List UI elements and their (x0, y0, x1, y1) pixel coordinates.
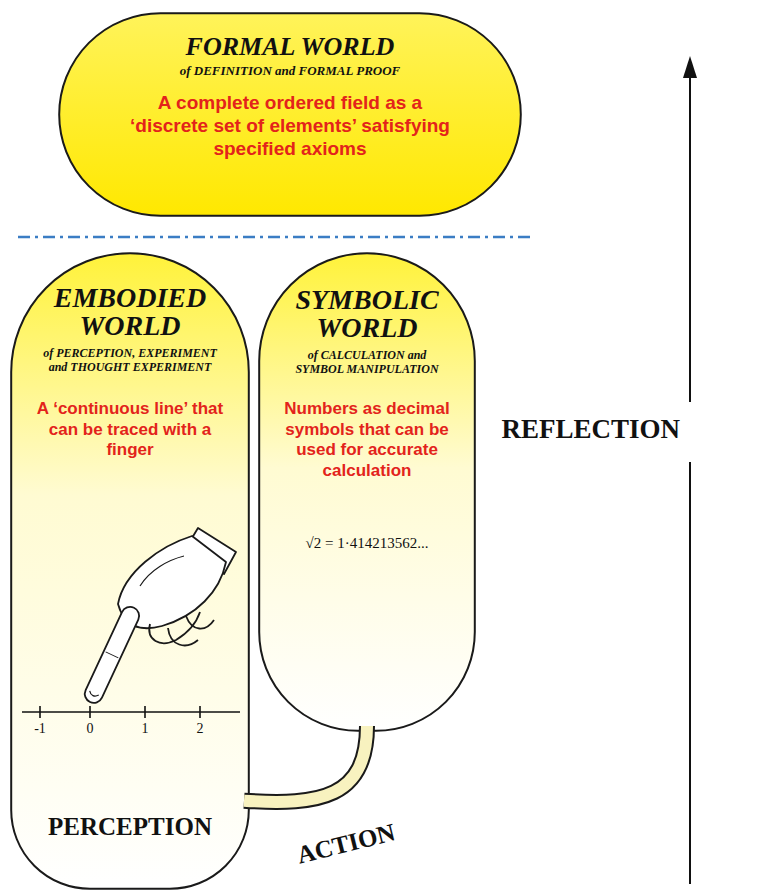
axis-number: 2 (197, 721, 204, 736)
world-description: A complete ordered field as a ‘discrete … (125, 91, 455, 161)
world-description: A ‘continuous line’ that can be traced w… (28, 399, 233, 461)
edge-label: ACTION (292, 818, 400, 870)
world-heading: SYMBOLIC WORLD (285, 286, 450, 342)
reflection-label: REFLECTION (501, 415, 680, 445)
world-heading: FORMAL WORLD (186, 34, 395, 60)
world-description: Numbers as decimal symbols that can be u… (272, 399, 462, 482)
world-subtitle: of PERCEPTION, EXPERIMENT and THOUGHT EX… (43, 346, 218, 375)
action-band (244, 726, 367, 802)
symbolic-world-box: SYMBOLIC WORLD of CALCULATION and SYMBOL … (258, 252, 476, 732)
formal-world-box: FORMAL WORLD of DEFINITION and FORMAL PRO… (58, 12, 522, 217)
world-heading: EMBODIED WORLD (43, 284, 218, 340)
world-subtitle: of DEFINITION and FORMAL PROOF (180, 63, 401, 79)
divider-line (18, 236, 530, 239)
world-footer: PERCEPTION (48, 813, 212, 841)
pointing-hand (82, 528, 236, 706)
world-subtitle: of CALCULATION and SYMBOL MANIPULATION (285, 348, 450, 377)
axis-number: -1 (34, 721, 46, 736)
axis-number: 0 (87, 721, 94, 736)
world-footer: √2 = 1·414213562... (306, 534, 429, 552)
axis-number: 1 (142, 721, 149, 736)
reflection-arrow (683, 56, 697, 884)
number-line (22, 706, 240, 718)
